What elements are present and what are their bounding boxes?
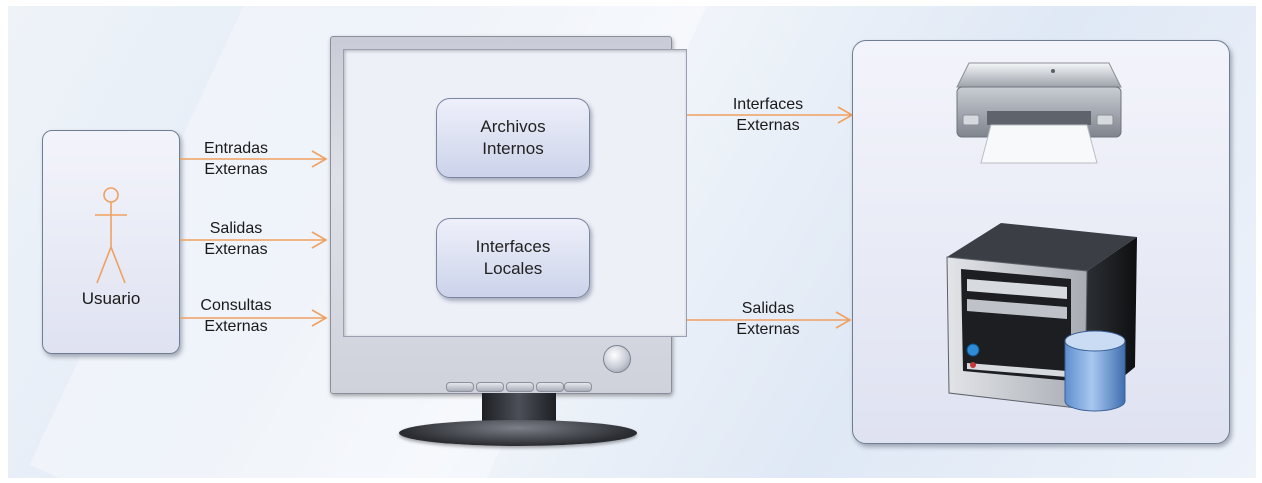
flow-label-interfaces-externas: Interfaces Externas [716,94,820,136]
flow-label-line2: Externas [736,117,800,134]
flow-label-entradas: Entradas Externas [184,138,288,180]
flow-label-line2: Externas [204,161,268,178]
flow-label-salidas-left: Salidas Externas [184,218,288,260]
monitor-power-button [603,345,631,373]
monitor-button [536,382,564,392]
flow-label-line1: Salidas [741,300,795,317]
external-systems-box [852,40,1230,444]
box-line1: Interfaces [475,237,551,256]
user-box: Usuario [42,130,180,354]
monitor-button [446,382,474,392]
flow-label-line2: Externas [736,321,800,338]
monitor-button [476,382,504,392]
user-label: Usuario [81,289,141,308]
flow-label-consultas: Consultas Externas [184,295,288,337]
interfaces-locales-box: Interfaces Locales [436,218,590,298]
archivos-internos-box: Archivos Internos [436,98,590,178]
printer-icon [956,62,1122,164]
flow-label-line2: Externas [204,318,268,335]
flow-label-line1: Consultas [200,297,272,314]
flow-label-line2: Externas [204,241,268,258]
monitor-button [564,382,592,392]
flow-label-line1: Salidas [209,220,263,237]
database-icon [1064,330,1126,412]
stick-figure-icon [95,187,127,284]
box-line2: Internos [482,139,544,158]
flow-label-salidas-right: Salidas Externas [716,298,820,340]
monitor-base [399,420,637,446]
box-line2: Locales [483,259,543,278]
flow-label-line1: Entradas [203,140,269,157]
monitor-button [506,382,534,392]
flow-label-line1: Interfaces [732,96,804,113]
box-line1: Archivos [480,117,546,136]
